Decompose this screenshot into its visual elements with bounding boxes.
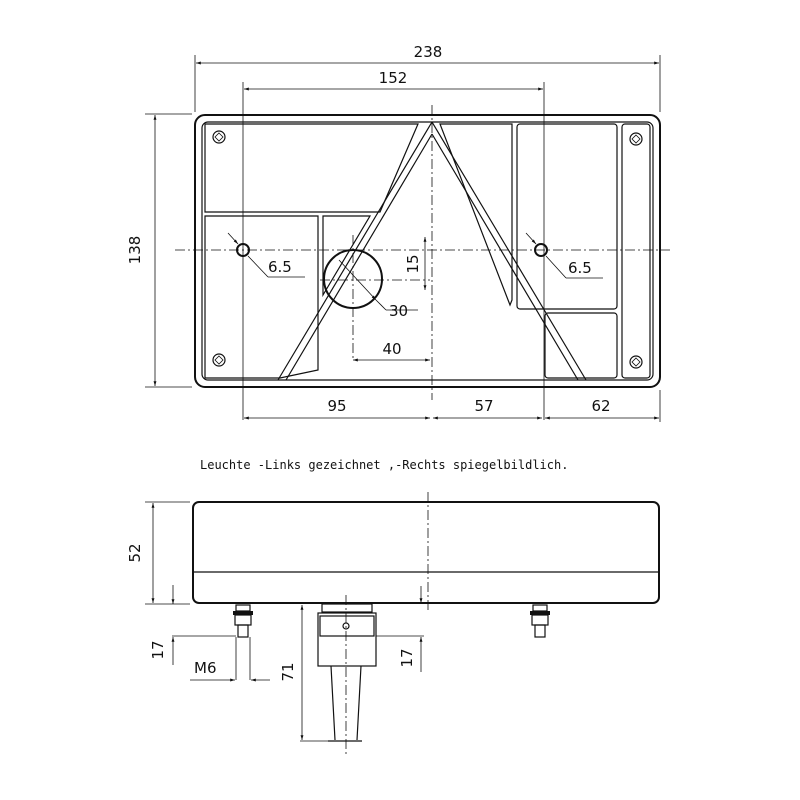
dim-thread-size: M6 — [194, 659, 217, 677]
chamber-right-upper — [516, 123, 618, 310]
dim-overall-height: 138 — [126, 236, 144, 265]
dim-bottom-2: 57 — [474, 397, 493, 415]
front-view — [145, 55, 670, 422]
drawing-note: Leuchte -Links gezeichnet ,-Rechts spieg… — [200, 458, 568, 472]
dim-connector-offset: 17 — [398, 648, 416, 667]
side-body — [192, 501, 660, 604]
dim-bottom-1: 95 — [327, 397, 346, 415]
dim-cable-horiz: 40 — [382, 340, 401, 358]
chamber-far-right — [621, 123, 651, 379]
triangle-right-edge-outer — [431, 121, 587, 381]
chamber-left — [204, 215, 319, 379]
mounting-stud-right — [530, 604, 550, 638]
dim-hole-right: 6.5 — [568, 259, 592, 277]
chamber-top-left — [204, 123, 419, 213]
dim-hole-left: 6.5 — [268, 258, 292, 276]
chamber-mid-left — [322, 215, 372, 298]
dim-connector-length: 71 — [279, 662, 297, 681]
cable-connector — [317, 595, 377, 755]
dim-cable-vert: 15 — [404, 254, 422, 273]
dim-cable-hole: 30 — [389, 302, 408, 320]
housing-inner-outline — [201, 121, 654, 381]
side-view — [145, 492, 660, 755]
mounting-stud-left — [233, 604, 253, 638]
screw-icon — [212, 130, 226, 144]
dim-bottom-3: 62 — [591, 397, 610, 415]
dim-body-depth: 52 — [126, 543, 144, 562]
screw-icon — [212, 353, 226, 367]
screw-icon — [629, 355, 643, 369]
screw-icon — [629, 132, 643, 146]
housing-outline — [194, 114, 661, 388]
dim-hole-spacing: 152 — [379, 69, 408, 87]
dim-stud-length: 17 — [149, 640, 167, 659]
dim-overall-width: 238 — [414, 43, 443, 61]
triangle-right-edge-inner — [431, 133, 579, 381]
chamber-top-center-right — [439, 123, 513, 307]
triangle-left-edge-inner — [285, 133, 433, 381]
chamber-right-lower — [544, 312, 618, 379]
